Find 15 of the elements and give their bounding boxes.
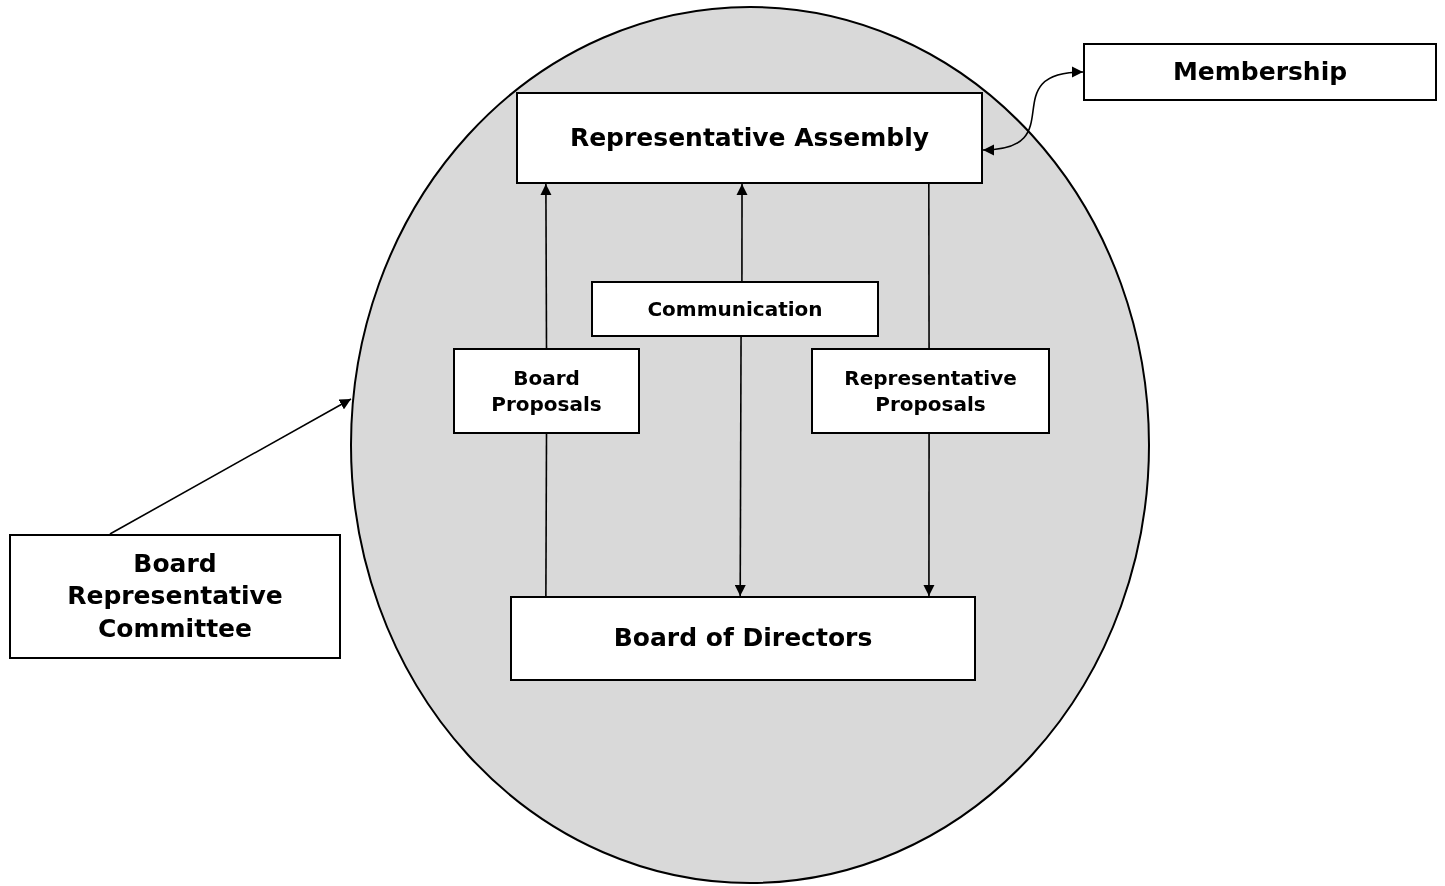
- double-arrow: [982, 67, 1084, 155]
- process-box: Board Proposals: [453, 348, 640, 434]
- arrow: [923, 433, 935, 597]
- arrow: [109, 398, 352, 535]
- process-box: Communication: [591, 281, 879, 337]
- process-box: Board of Directors: [510, 596, 976, 681]
- arrow: [736, 183, 748, 282]
- process-box: Membership: [1083, 43, 1437, 101]
- connector-line: [545, 433, 548, 597]
- arrow: [540, 183, 552, 349]
- connector-line: [928, 183, 930, 349]
- process-box: Representative Proposals: [811, 348, 1050, 434]
- process-box: Board Representative Committee: [9, 534, 341, 659]
- arrow: [734, 336, 746, 597]
- process-box: Representative Assembly: [516, 92, 983, 184]
